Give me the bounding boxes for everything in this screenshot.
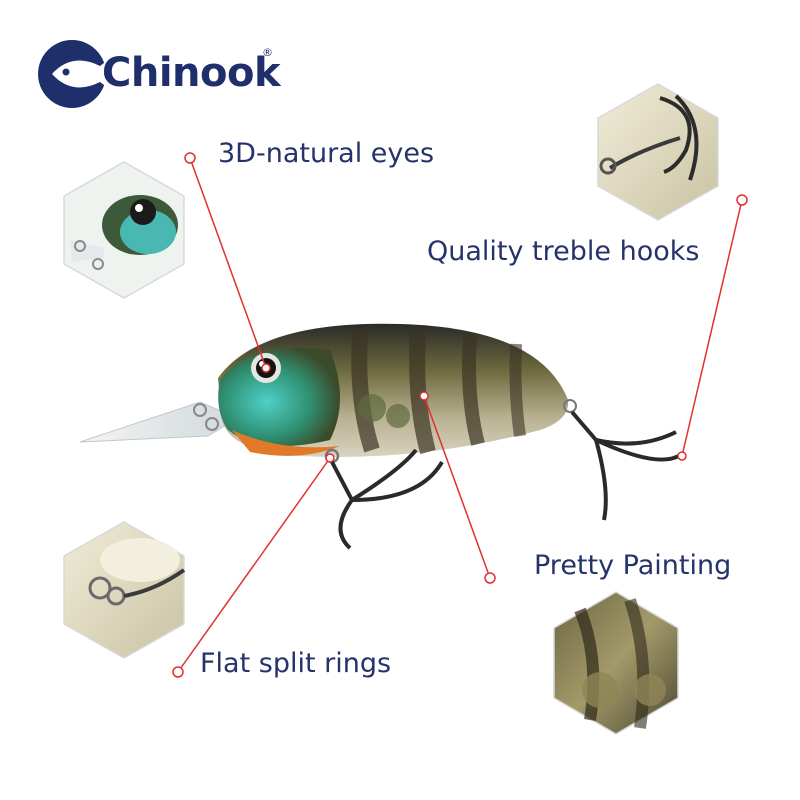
callout-eyes-dot	[184, 152, 196, 164]
callout-rings-target-dot	[325, 453, 335, 463]
callout-hooks-target-dot	[677, 451, 687, 461]
crankbait-lure	[79, 323, 577, 464]
brand-fish-icon	[38, 40, 108, 108]
hexagon-eyes-closeup	[63, 161, 185, 299]
hexagon-painting-closeup	[553, 591, 679, 735]
callout-painting-line	[423, 395, 491, 579]
callout-lines	[177, 157, 743, 673]
feature-label-eyes: 3D-natural eyes	[218, 138, 435, 169]
rear-treble-hook	[570, 410, 684, 521]
registered-mark: ®	[262, 46, 273, 59]
callout-dots	[172, 152, 748, 678]
feature-label-rings: Flat split rings	[200, 648, 392, 679]
feature-label-painting: Pretty Painting	[534, 550, 732, 581]
front-treble-hook	[330, 448, 444, 550]
callout-rings-line	[177, 457, 331, 673]
callout-hooks-line	[681, 199, 743, 457]
feature-label-hooks: Quality treble hooks	[427, 236, 700, 267]
callout-eyes-target-dot	[261, 363, 271, 373]
hexagon-hooks-closeup	[597, 83, 719, 221]
callout-painting-target-dot	[419, 391, 429, 401]
callout-eyes-line	[189, 157, 267, 369]
callout-rings-dot	[172, 666, 184, 678]
callout-hooks-dot	[736, 194, 748, 206]
callout-painting-dot	[484, 572, 496, 584]
brand-name: Chinook	[102, 50, 281, 96]
hexagon-rings-closeup	[63, 521, 186, 659]
